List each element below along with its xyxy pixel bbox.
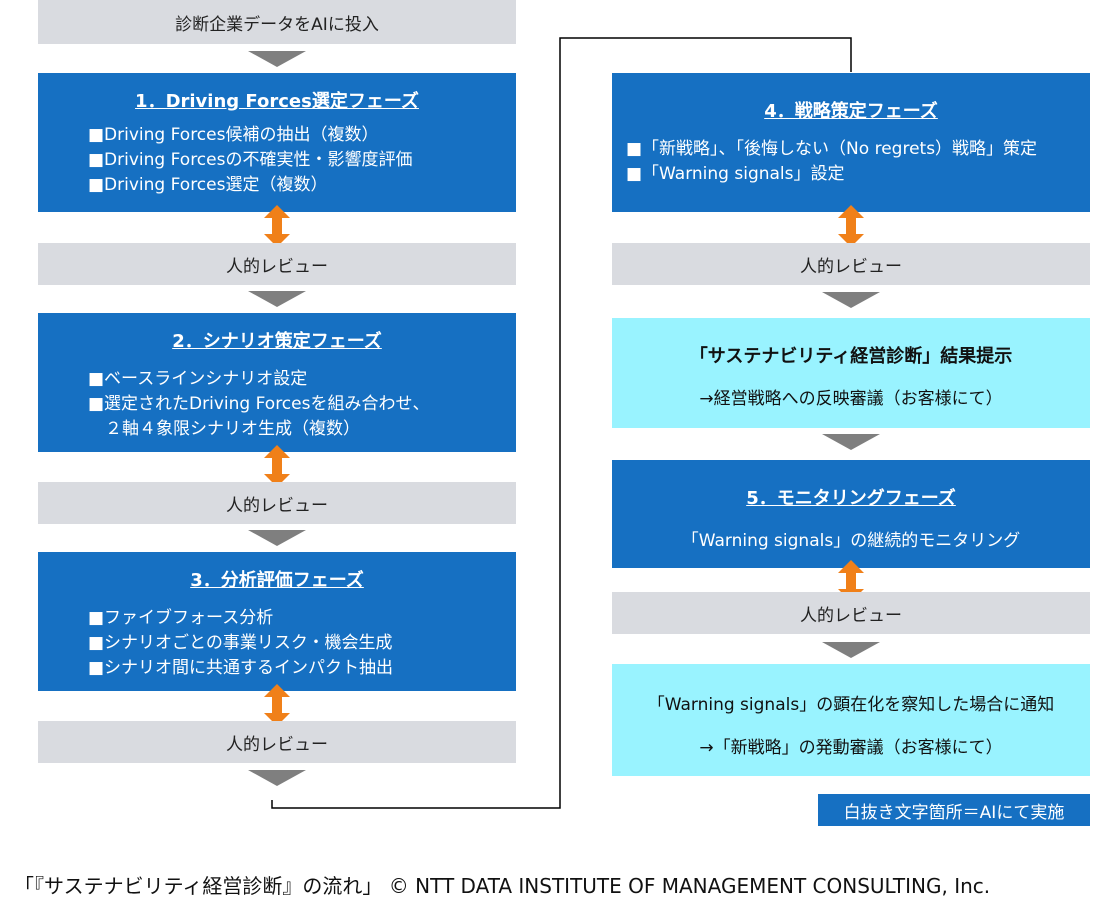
down-chevron: [248, 770, 306, 786]
phase4-bullet: ■「Warning signals」設定: [626, 164, 845, 184]
input-data-box: 診断企業データをAIに投入: [38, 0, 516, 44]
phase4-box: 4．戦略策定フェーズ ■「新戦略」、「後悔しない（No regrets）戦略」策…: [612, 73, 1090, 212]
review-box: 人的レビュー: [612, 592, 1090, 634]
phase3-bullet: ■シナリオ間に共通するインパクト抽出: [88, 658, 394, 678]
down-chevron: [822, 292, 880, 308]
result-box: 「サステナビリティ経営診断」結果提示 →経営戦略への反映審議（お客様にて）: [612, 318, 1090, 428]
phase1-bullet: ■Driving Forces候補の抽出（複数）: [88, 125, 379, 145]
down-chevron: [248, 530, 306, 546]
phase2-bullet: ２軸４象限シナリオ生成（複数）: [88, 419, 360, 439]
notify-line: →「新戦略」の発動審議（お客様にて）: [699, 738, 1003, 758]
review-box: 人的レビュー: [38, 721, 516, 763]
bidirectional-arrow-icon: [262, 445, 292, 487]
review-label: 人的レビュー: [226, 495, 328, 516]
phase2-bullet: ■選定されたDriving Forcesを組み合わせ、: [88, 394, 430, 414]
review-box: 人的レビュー: [38, 482, 516, 524]
bidirectional-arrow-icon: [262, 205, 292, 247]
phase1-box: 1．Driving Forces選定フェーズ ■Driving Forces候補…: [38, 73, 516, 212]
review-box: 人的レビュー: [612, 243, 1090, 285]
legend-label: 白抜き文字箇所＝AIにて実施: [843, 802, 1065, 823]
phase3-title: 3．分析評価フェーズ: [190, 570, 364, 591]
phase1-bullet: ■Driving Forces選定（複数）: [88, 175, 328, 195]
review-label: 人的レビュー: [800, 256, 902, 277]
phase5-title: 5．モニタリングフェーズ: [746, 488, 956, 509]
review-label: 人的レビュー: [800, 605, 902, 626]
legend-badge: 白抜き文字箇所＝AIにて実施: [818, 794, 1090, 826]
bidirectional-arrow-icon: [262, 684, 292, 726]
review-label: 人的レビュー: [226, 734, 328, 755]
down-chevron: [248, 51, 306, 67]
phase2-bullet: ■ベースラインシナリオ設定: [88, 369, 308, 389]
phase3-bullet: ■ファイブフォース分析: [88, 608, 274, 628]
phase4-title: 4．戦略策定フェーズ: [764, 101, 938, 122]
down-chevron: [822, 434, 880, 450]
result-description: →経営戦略への反映審議（お客様にて）: [699, 389, 1003, 409]
phase2-box: 2．シナリオ策定フェーズ ■ベースラインシナリオ設定 ■選定されたDriving…: [38, 313, 516, 452]
phase1-title: 1．Driving Forces選定フェーズ: [135, 91, 419, 112]
input-data-label: 診断企業データをAIに投入: [175, 14, 379, 35]
result-title: 「サステナビリティ経営診断」結果提示: [689, 346, 1013, 367]
phase5-description: 「Warning signals」の継続的モニタリング: [681, 531, 1021, 551]
down-chevron: [248, 291, 306, 307]
figure-caption: 「『サステナビリティ経営診断』の流れ」 © NTT DATA INSTITUTE…: [14, 874, 991, 898]
phase5-box: 5．モニタリングフェーズ 「Warning signals」の継続的モニタリング: [612, 460, 1090, 568]
phase4-bullet: ■「新戦略」、「後悔しない（No regrets）戦略」策定: [626, 139, 1038, 159]
down-chevron: [822, 642, 880, 658]
phase1-bullet: ■Driving Forcesの不確実性・影響度評価: [88, 150, 413, 170]
bidirectional-arrow-icon: [836, 560, 866, 602]
notify-line: 「Warning signals」の顕在化を察知した場合に通知: [647, 695, 1055, 715]
bidirectional-arrow-icon: [836, 205, 866, 247]
phase2-title: 2．シナリオ策定フェーズ: [172, 331, 382, 352]
review-label: 人的レビュー: [226, 256, 328, 277]
review-box: 人的レビュー: [38, 243, 516, 285]
notify-box: 「Warning signals」の顕在化を察知した場合に通知 →「新戦略」の発…: [612, 664, 1090, 776]
phase3-bullet: ■シナリオごとの事業リスク・機会生成: [88, 633, 393, 653]
phase3-box: 3．分析評価フェーズ ■ファイブフォース分析 ■シナリオごとの事業リスク・機会生…: [38, 552, 516, 691]
